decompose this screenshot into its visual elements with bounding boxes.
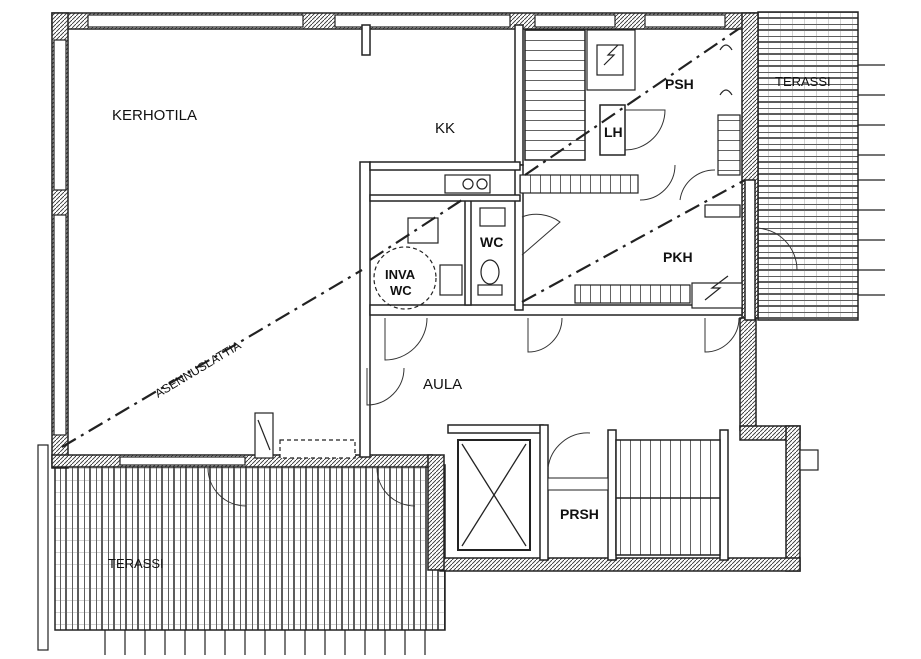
room-label-inva-line2: WC	[390, 283, 412, 298]
terrace-south	[37, 444, 446, 655]
exterior-walls	[51, 12, 819, 572]
wc-fixtures	[407, 174, 506, 296]
room-label-prsh: PRSH	[560, 506, 599, 522]
door-swings	[207, 109, 798, 507]
misc-fixtures	[254, 412, 356, 459]
room-label-pkh: PKH	[663, 249, 693, 265]
room-label-kk: KK	[435, 120, 455, 137]
room-label-inva-line1: INVA	[385, 267, 416, 282]
room-label-wc: WC	[480, 234, 503, 250]
label-asennuslattia: ASENNUSLATTIA	[152, 338, 243, 400]
installation-floor-boundary	[61, 27, 746, 448]
room-label-lh: LH	[604, 124, 623, 140]
stair-north	[519, 29, 691, 304]
accessible-turning-circle	[373, 246, 437, 310]
room-label-psh: PSH	[665, 76, 694, 92]
sauna-fixtures	[586, 29, 743, 309]
room-label-aula: AULA	[423, 376, 462, 393]
room-label-terassi-east: TERASSI	[775, 74, 831, 89]
stair-south	[547, 439, 721, 556]
elevator	[457, 439, 531, 551]
room-label-kerhotila: KERHOTILA	[112, 107, 197, 124]
room-label-terassi-south: TERASSI	[108, 556, 164, 571]
terrace-east	[757, 11, 885, 321]
